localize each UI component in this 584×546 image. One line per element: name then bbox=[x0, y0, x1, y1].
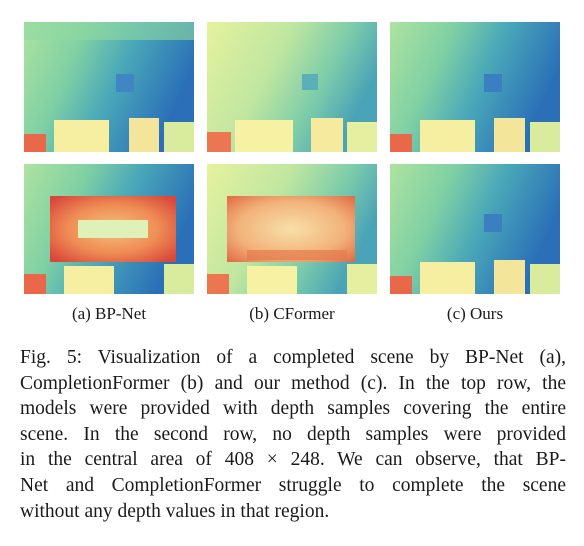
caption-line: in the central area of 408 × 248. We can… bbox=[20, 449, 566, 471]
depth-map-cformer-masked-center bbox=[207, 164, 377, 294]
subfigure-label-c: (c) Ours bbox=[446, 304, 504, 323]
subfigure-label-a: (a) BP-Net bbox=[71, 304, 147, 323]
caption-line: CompletionFormer (b) and our method (c).… bbox=[20, 372, 566, 394]
depth-map-ours-masked-center bbox=[390, 164, 560, 294]
caption-line: models were provided with depth samples … bbox=[20, 398, 566, 420]
caption-line: Net and CompletionFormer struggle to com… bbox=[20, 474, 566, 496]
figure-caption: Fig. 5: Visualization of a completed sce… bbox=[20, 345, 566, 524]
depth-map-cformer-full-samples bbox=[207, 22, 377, 152]
depth-map-ours-full-samples bbox=[390, 22, 560, 152]
depth-map-bpnet-masked-center bbox=[24, 164, 194, 294]
subfigure-label-b: (b) CFormer bbox=[249, 304, 335, 323]
caption-line: scene. In the second row, no depth sampl… bbox=[20, 423, 566, 445]
depth-map-bpnet-full-samples bbox=[24, 22, 194, 152]
caption-line: Fig. 5: Visualization of a completed sce… bbox=[20, 347, 566, 368]
caption-line: without any depth values in that region. bbox=[20, 500, 330, 522]
